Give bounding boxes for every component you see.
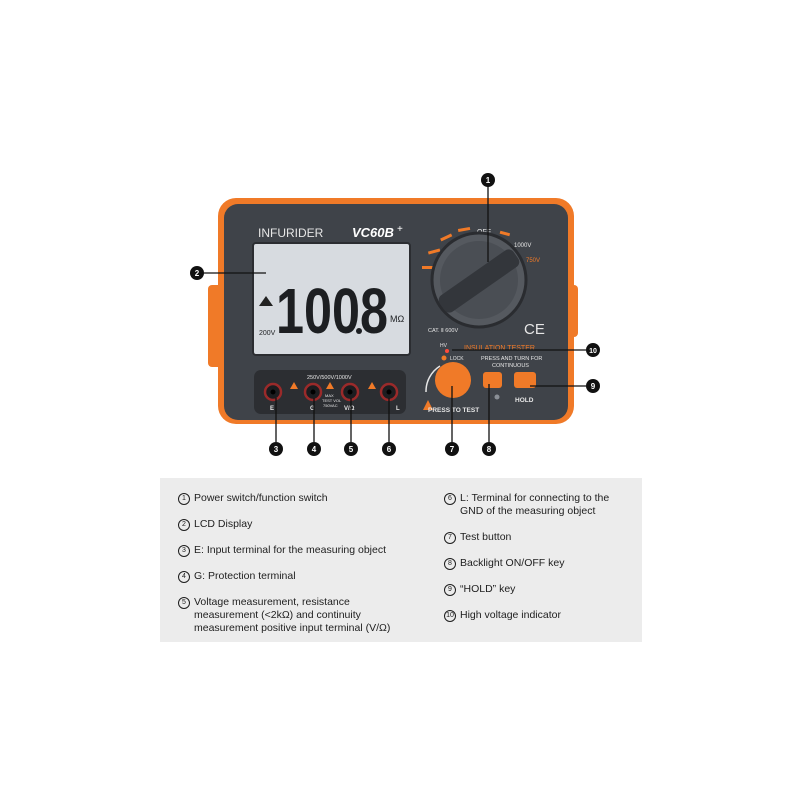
svg-text:7: 7 [450, 445, 455, 454]
callout-2: 2 [190, 266, 204, 280]
callout-3: 3 [269, 442, 283, 456]
legend-text: Test button [460, 531, 512, 543]
legend-item-9: 9 “HOLD” key [444, 583, 634, 596]
callout-1: 1 [481, 173, 495, 187]
hold-label: HOLD [515, 397, 534, 404]
svg-text:10: 10 [589, 348, 597, 355]
legend-item-8: 8 Backlight ON/OFF key [444, 557, 634, 570]
hv-label: HV [440, 343, 448, 349]
press-turn-label-2: CONTINUOUS [492, 363, 529, 369]
lcd-decimal-point [356, 328, 362, 334]
callout-5: 5 [344, 442, 358, 456]
brand-label: INFURIDER [258, 226, 324, 240]
model-suffix: + [397, 224, 403, 235]
terminal-label-v-ohm: V/Ω [344, 406, 355, 412]
press-to-test-label: PRESS TO TEST [428, 407, 479, 414]
dial-750v-label: 750V [526, 258, 540, 264]
backlight-key[interactable] [483, 372, 502, 388]
legend-number: 6 [444, 493, 456, 505]
callout-9: 9 [586, 379, 600, 393]
press-turn-label-1: PRESS AND TURN FOR [481, 356, 542, 362]
terminal-warning-icon-2 [326, 382, 334, 389]
ce-mark: CE [524, 321, 545, 338]
svg-text:9: 9 [591, 382, 596, 391]
terminal-l[interactable] [379, 382, 399, 402]
insulation-tester-diagram: INFURIDER VC60B + 1008 MΩ 200V OFF 1000V… [190, 173, 600, 456]
terminal-v-ohm[interactable] [340, 382, 360, 402]
hold-key[interactable] [514, 372, 536, 388]
max-note-3: 750VAC [323, 403, 338, 408]
callout-4: 4 [307, 442, 321, 456]
dial-1000v-label: 1000V [514, 243, 531, 249]
insulation-tester-label: INSULATION TESTER [464, 345, 535, 352]
hv-warning-icon [259, 296, 273, 306]
terminal-label-e: E [270, 406, 274, 412]
leader-lines [203, 186, 586, 442]
test-button[interactable] [435, 362, 471, 398]
lcd-reading: 1008 [276, 275, 388, 347]
legend-number: 9 [444, 584, 456, 596]
legend-number: 2 [178, 519, 190, 531]
lcd-unit: MΩ [390, 314, 404, 324]
callout-7: 7 [445, 442, 459, 456]
svg-text:3: 3 [274, 445, 279, 454]
legend-item-7: 7 Test button [444, 531, 634, 544]
legend-item-2: 2 LCD Display [178, 518, 393, 531]
legend-number: 10 [444, 610, 456, 622]
lcd-display [252, 242, 411, 356]
legend-number: 3 [178, 545, 190, 557]
legend-item-5: 5 Voltage measurement, resistance measur… [178, 596, 393, 635]
legend-text: LCD Display [194, 518, 253, 530]
legend-item-3: 3 E: Input terminal for the measuring ob… [178, 544, 393, 557]
legend-text: Backlight ON/OFF key [460, 557, 565, 569]
svg-text:5: 5 [349, 445, 354, 454]
svg-text:4: 4 [312, 445, 317, 454]
terminal-e[interactable] [263, 382, 283, 402]
legend-item-4: 4 G: Protection terminal [178, 570, 393, 583]
lcd-range: 200V [259, 330, 276, 337]
backlight-symbol-icon [494, 394, 500, 400]
svg-text:1: 1 [486, 176, 491, 185]
lock-dot [441, 355, 447, 361]
terminal-warning-icon-3 [368, 382, 376, 389]
model-label: VC60B [352, 225, 394, 240]
legend-text: L: Terminal for connecting to the GND of… [460, 492, 610, 517]
legend-panel: 1 Power switch/function switch 2 LCD Dis… [160, 478, 642, 642]
legend-number: 1 [178, 493, 190, 505]
legend-number: 8 [444, 558, 456, 570]
cat-rating: CAT. Ⅱ 600V [428, 328, 458, 334]
terminal-panel [254, 370, 406, 414]
terminal-g[interactable] [303, 382, 323, 402]
legend-item-6: 6 L: Terminal for connecting to the GND … [444, 492, 634, 518]
svg-text:6: 6 [387, 445, 392, 454]
legend-item-10: 10 High voltage indicator [444, 609, 634, 622]
legend-text: G: Protection terminal [194, 570, 296, 582]
terminal-warning-icon-1 [290, 382, 298, 389]
legend-number: 4 [178, 571, 190, 583]
max-note-1: MAX [325, 393, 334, 398]
callout-6: 6 [382, 442, 396, 456]
legend-number: 7 [444, 532, 456, 544]
legend-text: High voltage indicator [460, 609, 561, 621]
hv-indicator-light [445, 349, 449, 353]
max-note-2: TEST VOL [322, 398, 342, 403]
terminal-label-g: G [310, 406, 315, 412]
callout-8: 8 [482, 442, 496, 456]
dial-tick-marks [422, 226, 511, 269]
legend-text: Power switch/function switch [194, 492, 328, 504]
test-warning-icon [423, 400, 433, 410]
terminal-voltages-label: 250V/500V/1000V [307, 375, 352, 381]
lock-label: LOCK [450, 356, 464, 362]
terminal-label-l: L [396, 406, 400, 412]
legend-text: “HOLD” key [460, 583, 516, 595]
lock-arc-arrow [425, 365, 441, 393]
legend-text: E: Input terminal for the measuring obje… [194, 544, 387, 556]
svg-text:2: 2 [195, 269, 200, 278]
rotary-switch-grip [438, 249, 520, 313]
callout-10: 10 [586, 343, 600, 357]
legend-number: 5 [178, 597, 190, 609]
legend-text: Voltage measurement, resistance measurem… [194, 596, 391, 634]
legend-item-1: 1 Power switch/function switch [178, 492, 393, 505]
svg-text:8: 8 [487, 445, 492, 454]
